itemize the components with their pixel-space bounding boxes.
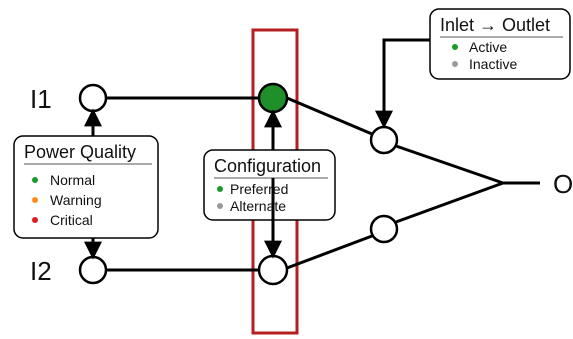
alternate-label: Alternate: [230, 198, 286, 214]
active-label: Active: [469, 39, 507, 55]
upper-inlet-node: [369, 125, 399, 155]
inlet-outlet-legend: Inlet → Outlet Active Inactive: [429, 8, 571, 80]
inlet-outlet-title: Inlet → Outlet: [440, 15, 550, 35]
inactive-label: Inactive: [469, 56, 517, 72]
normal-label: Normal: [50, 172, 95, 188]
input2-node: [78, 255, 108, 285]
arrow-to-upper-inlet: [375, 38, 430, 129]
input2-label: I2: [30, 256, 52, 286]
preferred-switch-node: [257, 82, 289, 114]
alternate-dot: [217, 203, 223, 209]
power-quality-title: Power Quality: [24, 142, 136, 162]
wire-upper-branch-a: [286, 96, 373, 136]
lower-inlet-node: [369, 214, 399, 244]
preferred-dot: [217, 186, 223, 192]
configuration-legend: Configuration Preferred Alternate: [203, 149, 336, 221]
alternate-switch-node: [257, 254, 289, 286]
wire-lower-branch-b: [395, 181, 504, 224]
critical-dot: [32, 217, 38, 223]
active-dot: [452, 44, 458, 50]
output-label: O: [553, 169, 573, 199]
preferred-label: Preferred: [230, 181, 288, 197]
normal-dot: [32, 177, 38, 183]
wire-upper-branch-b: [395, 144, 504, 185]
critical-label: Critical: [50, 212, 93, 228]
warning-dot: [32, 197, 38, 203]
configuration-title: Configuration: [214, 156, 321, 176]
warning-label: Warning: [50, 192, 102, 208]
inactive-dot: [452, 61, 458, 67]
input1-label: I1: [30, 84, 52, 114]
wire-lower-branch-a: [286, 234, 373, 270]
input1-node: [78, 83, 108, 113]
power-quality-legend: Power Quality Normal Warning Critical: [13, 135, 159, 239]
